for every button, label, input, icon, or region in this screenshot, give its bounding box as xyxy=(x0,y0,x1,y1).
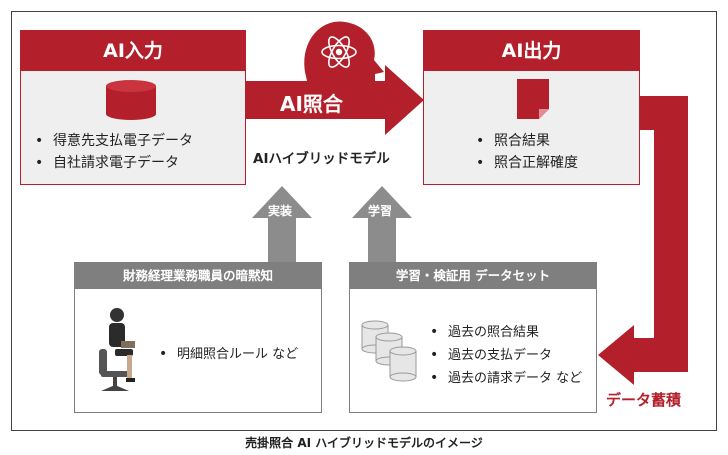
ai-output-title: AI出力 xyxy=(424,31,639,71)
learn-arrow xyxy=(352,186,412,262)
data-accumulation-arrow xyxy=(598,96,688,385)
list-item: 照合正解確度 xyxy=(476,152,578,174)
figure-caption: 売掛照合 AI ハイブリッドモデルのイメージ xyxy=(245,436,483,450)
list-item: 照合結果 xyxy=(476,130,578,152)
database-icon xyxy=(106,80,156,120)
tacit-knowledge-box: 財務経理業務職員の暗黙知 明細照合ルール など xyxy=(74,262,322,413)
ai-input-list: 得意先支払電子データ 自社請求電子データ xyxy=(35,130,193,174)
list-item: 過去の請求データ など xyxy=(430,367,582,390)
tacit-knowledge-title: 財務経理業務職員の暗黙知 xyxy=(75,263,321,289)
ai-input-title: AI入力 xyxy=(21,31,245,71)
list-item: 自社請求電子データ xyxy=(35,152,193,174)
dataset-title: 学習・検証用 データセット xyxy=(350,263,596,289)
ai-matching-label: AI照合 xyxy=(280,92,343,116)
hybrid-model-label: AIハイブリッドモデル xyxy=(253,151,390,167)
database-stack-icon xyxy=(361,320,417,382)
list-item: 過去の照合結果 xyxy=(430,321,582,344)
dataset-list: 過去の照合結果 過去の支払データ 過去の請求データ など xyxy=(430,321,582,390)
list-item: 過去の支払データ xyxy=(430,344,582,367)
ai-output-box: AI出力 照合結果 照合正解確度 xyxy=(423,30,640,185)
ai-head-icon xyxy=(304,21,384,94)
implement-label: 実装 xyxy=(268,204,293,218)
list-item: 明細照合ルール など xyxy=(159,343,298,366)
ai-matching-arrow xyxy=(246,65,424,135)
data-accumulation-label: データ蓄積 xyxy=(606,391,682,409)
ai-input-box: AI入力 得意先支払電子データ 自社請求電子データ xyxy=(20,30,246,185)
office-worker-icon xyxy=(99,308,135,391)
tacit-knowledge-list: 明細照合ルール など xyxy=(159,343,298,366)
learn-label: 学習 xyxy=(368,204,393,218)
list-item: 得意先支払電子データ xyxy=(35,130,193,152)
ai-output-list: 照合結果 照合正解確度 xyxy=(476,130,578,174)
dataset-box: 学習・検証用 データセット 過去の照合結果 過去の支払データ 過去の請求データ … xyxy=(349,262,597,413)
document-icon xyxy=(517,79,549,119)
implement-arrow xyxy=(252,186,312,262)
